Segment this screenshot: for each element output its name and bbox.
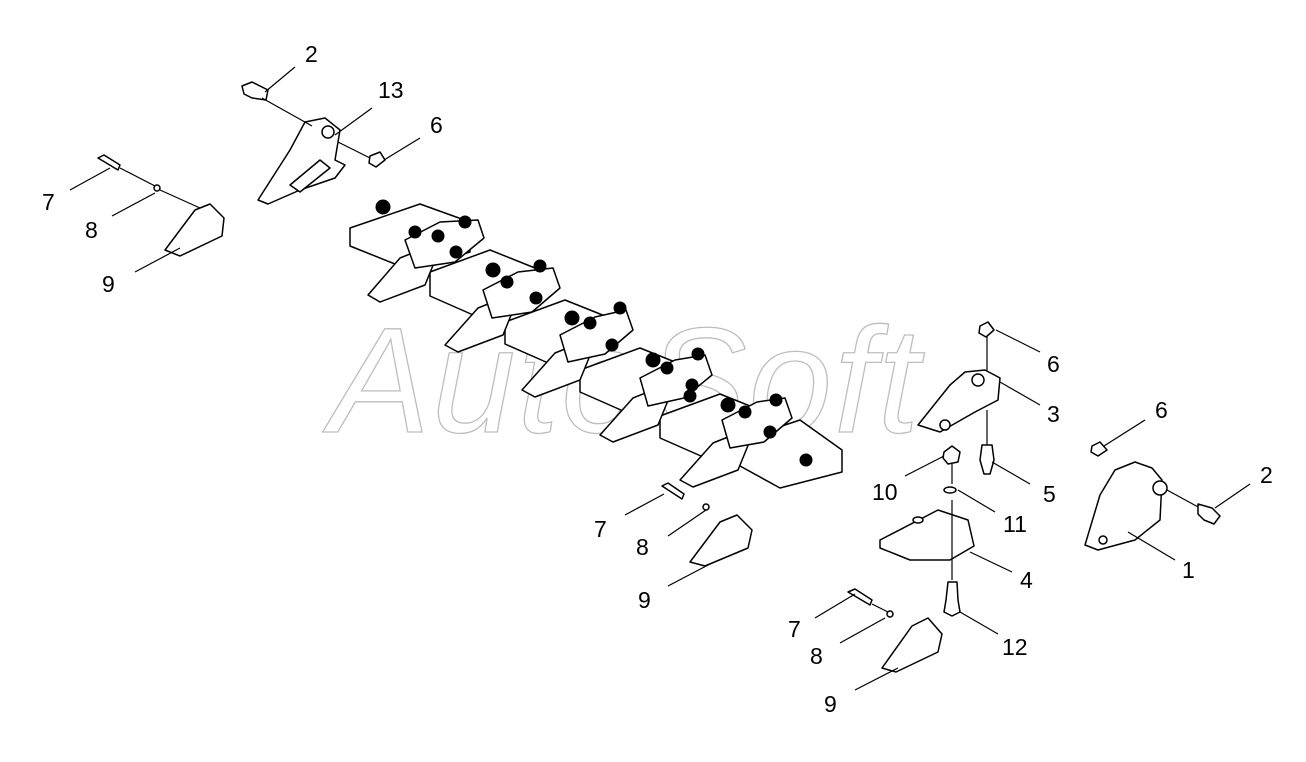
tooth-9-bottom	[881, 617, 943, 673]
bolt-12	[943, 581, 961, 617]
retainer-8-left	[153, 184, 161, 192]
adapter-1	[1084, 461, 1163, 551]
adapter-group-far-right	[1084, 441, 1221, 551]
pin-7-left	[97, 154, 121, 171]
retainer-6-right	[978, 321, 995, 338]
callouts: 2 13 6 7 8 9 6 3 6 2 10 5 11 1 4 12 7 8 …	[42, 41, 1273, 717]
tooth-9-left	[164, 203, 225, 257]
pin-7-center	[661, 482, 685, 500]
leader-lines	[69, 66, 1251, 691]
retainer-8-center	[702, 503, 710, 511]
pin-5	[979, 444, 995, 475]
adapter-13	[257, 117, 346, 205]
pin-7-bottom	[847, 588, 873, 606]
tooth-position-2	[444, 259, 561, 353]
nut-10	[942, 445, 961, 465]
callout-5: 5	[1043, 481, 1056, 507]
adapter-group-top	[241, 81, 386, 205]
tooth-position-3	[521, 301, 634, 398]
pin-2-top	[241, 81, 269, 101]
tooth-group-left	[97, 154, 225, 257]
retainer-8-bottom	[886, 610, 894, 618]
retainer-6-top	[368, 151, 386, 168]
callout-11: 11	[1003, 511, 1027, 537]
tooth-position-5	[679, 393, 813, 488]
tooth-group-bottom	[847, 588, 943, 673]
callout-6-far-right: 6	[1155, 397, 1168, 423]
callout-6-top: 6	[430, 112, 443, 138]
callout-9-bottom: 9	[824, 691, 837, 717]
plate-group	[879, 445, 975, 617]
plate-4	[879, 509, 975, 561]
callout-13: 13	[378, 77, 404, 103]
tooth-9-center	[689, 514, 753, 567]
tooth-group-center	[661, 482, 753, 567]
tooth-position-1	[367, 199, 485, 303]
callout-10: 10	[872, 479, 898, 505]
callout-9-left: 9	[102, 271, 115, 297]
callout-6-right: 6	[1047, 351, 1060, 377]
callout-7-left: 7	[42, 189, 55, 215]
callout-7-center: 7	[594, 516, 607, 542]
callout-1: 1	[1182, 557, 1195, 583]
callout-9-center: 9	[638, 587, 651, 613]
callout-7-bottom: 7	[788, 616, 801, 642]
callout-8-left: 8	[85, 217, 98, 243]
pin-2-right	[1197, 503, 1221, 525]
adapter-group-right	[917, 321, 1001, 475]
adapter-3	[917, 369, 1001, 433]
callout-3: 3	[1047, 401, 1060, 427]
callout-4: 4	[1020, 567, 1033, 593]
callout-2-top: 2	[305, 41, 318, 67]
callout-12: 12	[1002, 634, 1028, 660]
washer-11	[943, 486, 957, 494]
callout-8-center: 8	[636, 534, 649, 560]
retainer-6-far-right	[1090, 441, 1108, 457]
bucket-lip-assembly	[349, 199, 843, 489]
tooth-position-4	[599, 347, 713, 443]
callout-8-bottom: 8	[810, 643, 823, 669]
callout-2-right: 2	[1260, 462, 1273, 488]
